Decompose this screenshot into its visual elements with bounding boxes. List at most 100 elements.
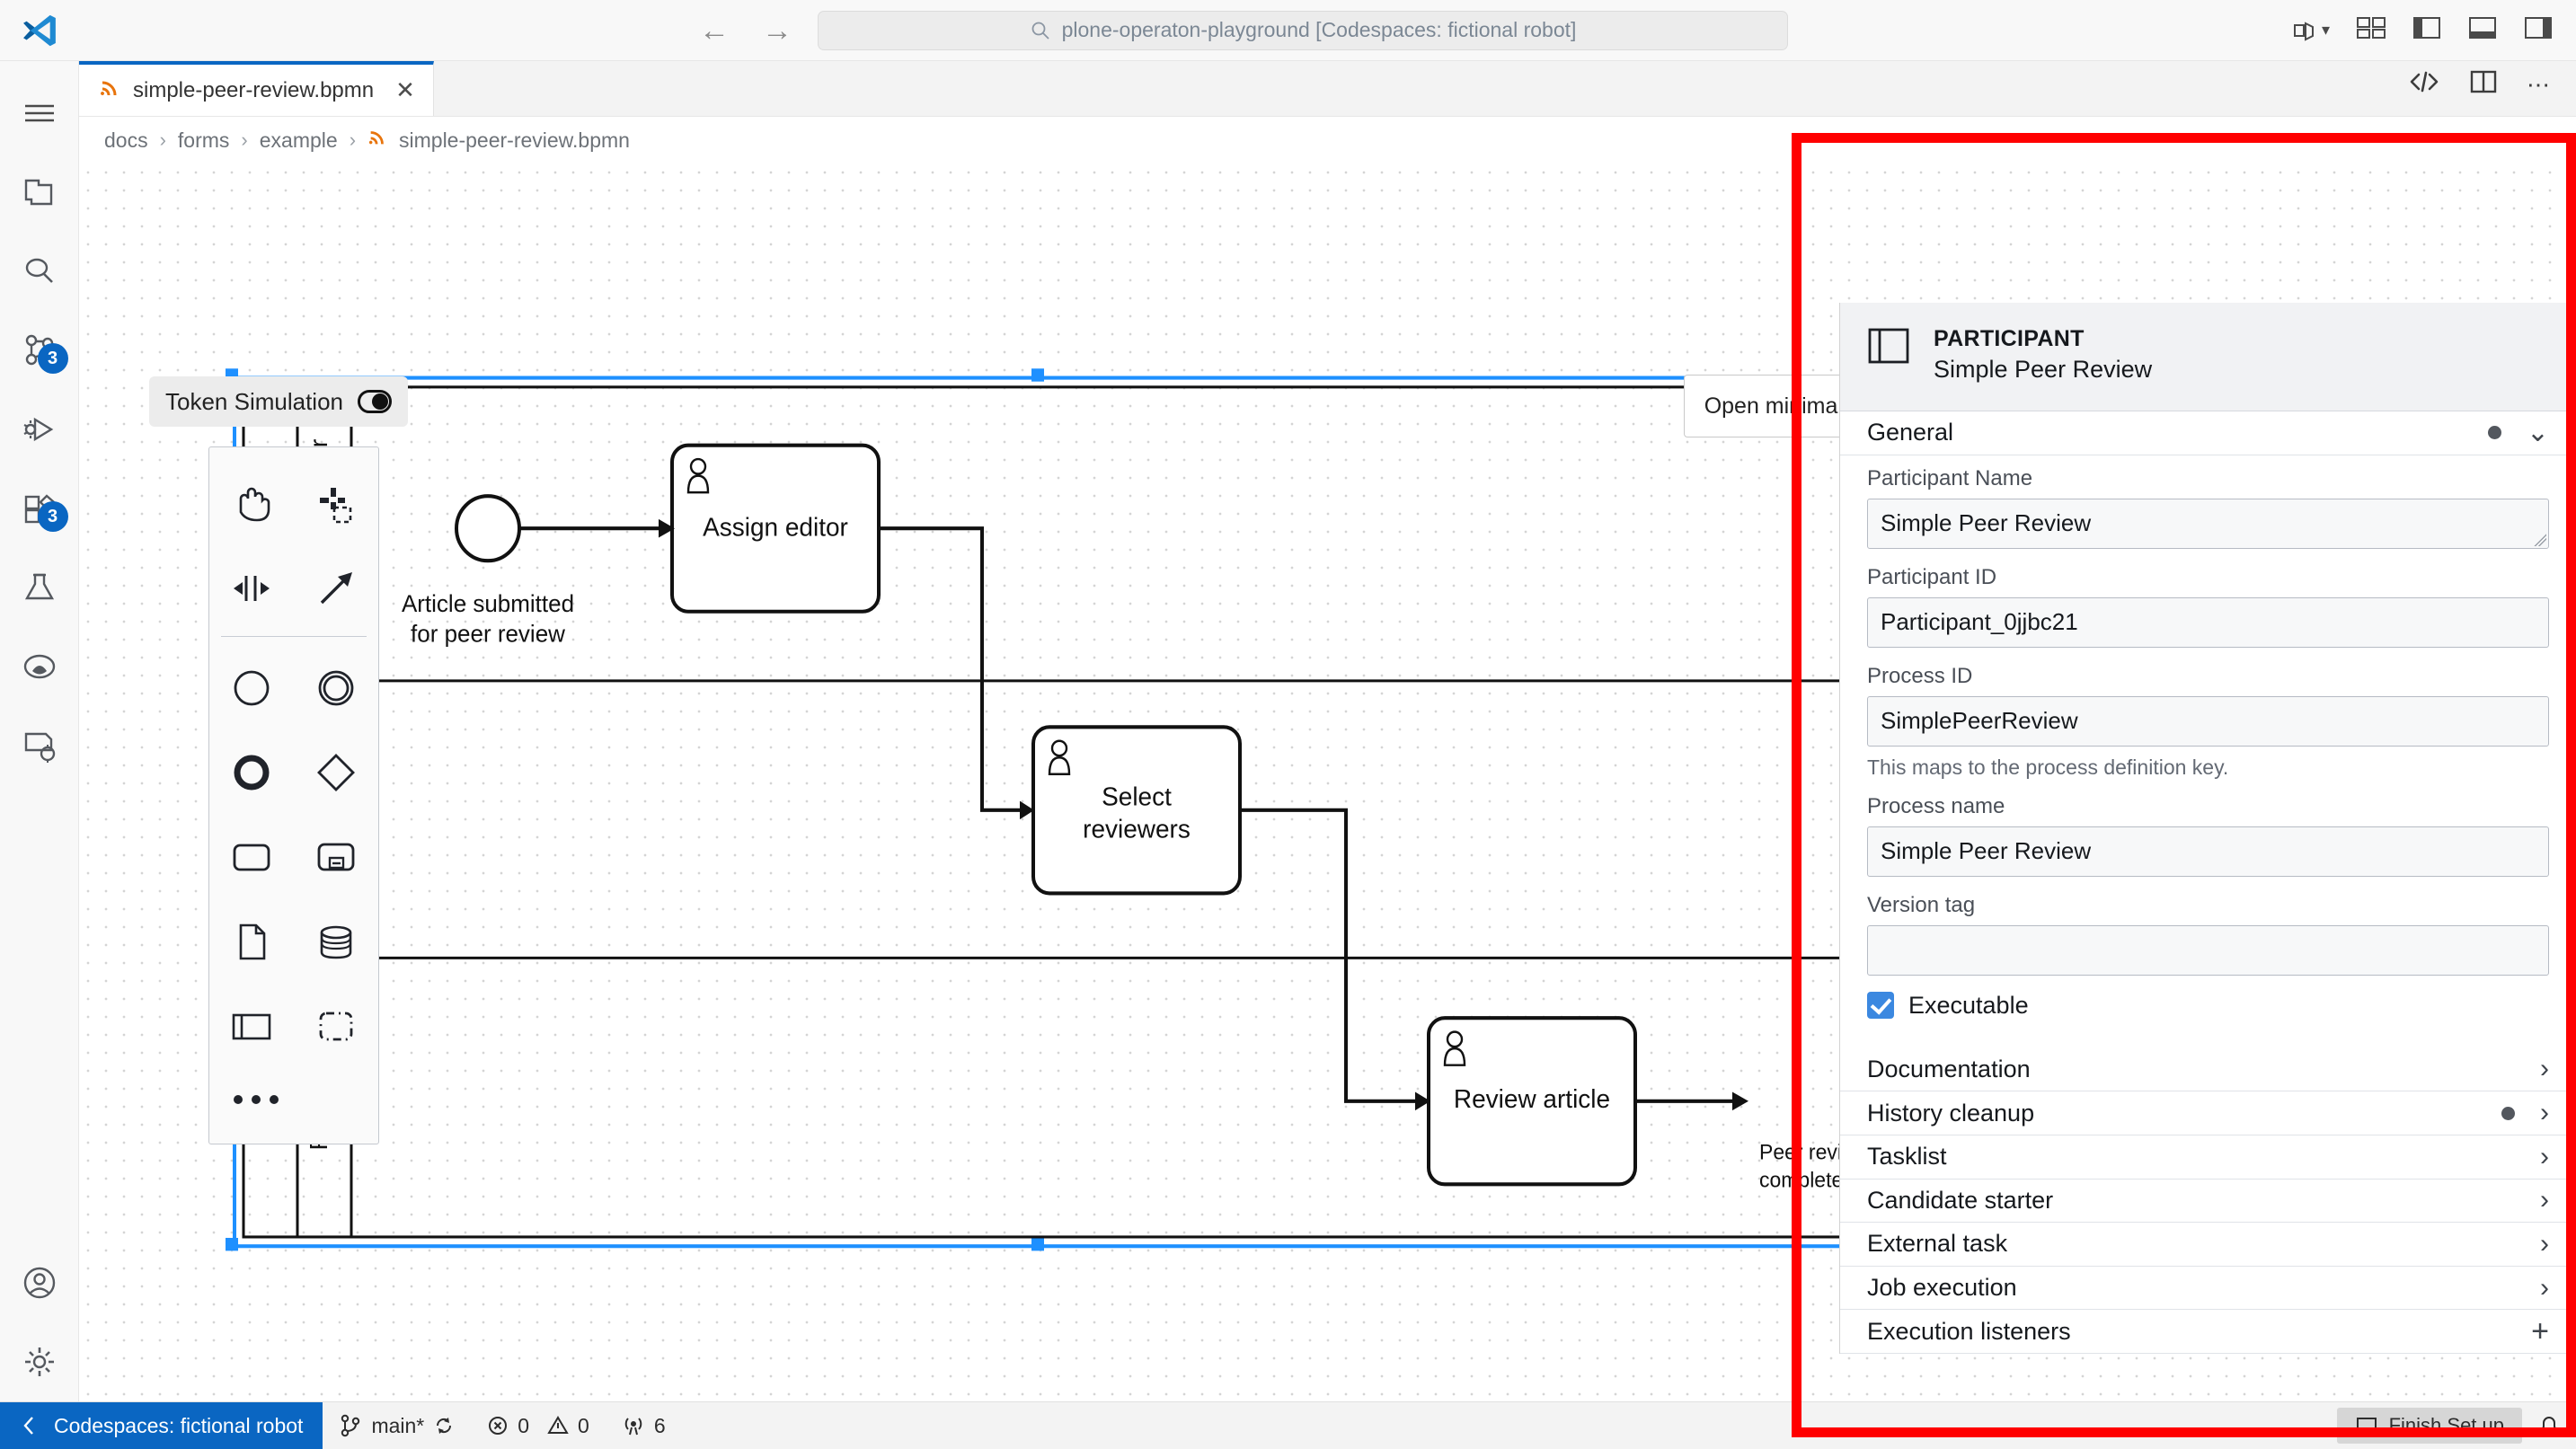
- section-job-execution[interactable]: Job execution ›: [1840, 1267, 2576, 1311]
- sidebar-item-testing[interactable]: [0, 548, 79, 627]
- chevron-right-icon[interactable]: ›: [2540, 1185, 2549, 1215]
- review-article-task: Review article: [1427, 1016, 1637, 1187]
- sidebar-item-codespaces[interactable]: [0, 706, 79, 785]
- palette-lasso-icon[interactable]: [294, 462, 378, 546]
- breadcrumb-item-file[interactable]: simple-peer-review.bpmn: [399, 128, 630, 152]
- version-tag-input[interactable]: [1867, 924, 2549, 976]
- field-executable[interactable]: Executable: [1867, 992, 2549, 1020]
- palette-subprocess-icon[interactable]: [294, 815, 378, 899]
- token-simulation-label: Token Simulation: [165, 387, 343, 415]
- sidebar-item-run-and-debug[interactable]: [0, 390, 79, 469]
- status-branch[interactable]: main*: [323, 1414, 471, 1438]
- status-remote-indicator[interactable]: Codespaces: fictional robot: [0, 1401, 323, 1449]
- feedback-icon: [2356, 1418, 2377, 1436]
- breadcrumb-item-forms[interactable]: forms: [177, 128, 230, 152]
- section-label-documentation: Documentation: [1867, 1055, 2031, 1082]
- bpmn-palette[interactable]: [208, 446, 379, 1144]
- executable-checkbox[interactable]: [1867, 992, 1894, 1020]
- sidebar-item-extensions[interactable]: 3: [0, 469, 79, 548]
- bpmn-canvas[interactable]: Simple Peer Review Managing Editor Edito…: [79, 163, 2576, 1401]
- tab-simple-peer-review[interactable]: simple-peer-review.bpmn ✕: [79, 61, 434, 116]
- plus-icon[interactable]: +: [2531, 1314, 2549, 1349]
- sidebar-item-source-control[interactable]: 3: [0, 311, 79, 390]
- customize-layout-icon[interactable]: [2357, 15, 2386, 45]
- split-editor-icon[interactable]: [2469, 68, 2498, 102]
- status-remote-label: Codespaces: fictional robot: [54, 1413, 304, 1437]
- section-candidate-starter[interactable]: Candidate starter ›: [1840, 1180, 2576, 1224]
- palette-participant-icon[interactable]: [209, 984, 294, 1068]
- back-icon[interactable]: ←: [699, 13, 730, 48]
- toggle-panel-icon[interactable]: [2468, 15, 2497, 45]
- chevron-right-icon[interactable]: ›: [2540, 1272, 2549, 1303]
- hamburger-menu-icon[interactable]: [0, 74, 79, 153]
- status-error-count: 0: [518, 1413, 530, 1437]
- gear-icon[interactable]: [0, 1322, 79, 1401]
- status-ports[interactable]: 6: [606, 1414, 682, 1438]
- group-dot-indicator: [2487, 426, 2501, 440]
- participant-name-input[interactable]: [1867, 498, 2549, 549]
- palette-group-icon[interactable]: [294, 984, 378, 1068]
- chevron-right-icon[interactable]: ›: [2540, 1228, 2549, 1259]
- forward-icon[interactable]: →: [762, 13, 792, 48]
- section-external-task[interactable]: External task ›: [1840, 1223, 2576, 1267]
- process-id-input[interactable]: [1867, 695, 2549, 747]
- palette-connect-arrow-icon[interactable]: [294, 546, 378, 631]
- status-problems[interactable]: 0 0: [471, 1414, 606, 1438]
- palette-ellipsis-icon[interactable]: [209, 1068, 378, 1131]
- toggle-secondary-sidebar-icon[interactable]: [2524, 15, 2553, 45]
- chevron-right-icon[interactable]: ›: [2540, 1054, 2549, 1084]
- sidebar-item-explorer[interactable]: [0, 153, 79, 232]
- section-documentation[interactable]: Documentation ›: [1840, 1048, 2576, 1092]
- section-label-tasklist: Tasklist: [1867, 1143, 1947, 1171]
- section-history-cleanup[interactable]: History cleanup ›: [1840, 1091, 2576, 1135]
- palette-start-event-icon[interactable]: [209, 646, 294, 730]
- group-header-general[interactable]: General ⌄: [1840, 411, 2576, 455]
- bpmn-file-icon: [99, 77, 120, 104]
- section-label-history-cleanup: History cleanup: [1867, 1099, 2035, 1127]
- properties-panel[interactable]: PARTICIPANT Simple Peer Review General ⌄: [1839, 303, 2576, 1354]
- sync-icon[interactable]: [433, 1415, 455, 1436]
- palette-data-store-icon[interactable]: [294, 899, 378, 984]
- section-label-candidate-starter: Candidate starter: [1867, 1186, 2054, 1214]
- palette-space-tool-icon[interactable]: [209, 546, 294, 631]
- chevron-right-icon[interactable]: ›: [2540, 1141, 2549, 1171]
- toggle-primary-sidebar-icon[interactable]: [2412, 15, 2441, 45]
- section-dot-indicator: [2501, 1106, 2515, 1120]
- finish-setup-button[interactable]: Finish Set up: [2336, 1408, 2522, 1444]
- chevron-down-icon[interactable]: ⌄: [2526, 418, 2549, 448]
- remote-indicator-icon[interactable]: ▾: [2291, 20, 2330, 41]
- breadcrumb-item-docs[interactable]: docs: [104, 128, 148, 152]
- token-simulation-toggle[interactable]: Token Simulation: [149, 376, 408, 427]
- breadcrumb-item-example[interactable]: example: [259, 128, 338, 152]
- palette-intermediate-event-icon[interactable]: [294, 646, 378, 730]
- select-reviewers-task: Select reviewers: [1031, 725, 1242, 896]
- section-tasklist[interactable]: Tasklist ›: [1840, 1135, 2576, 1180]
- section-execution-listeners[interactable]: Execution listeners +: [1840, 1310, 2576, 1354]
- section-label-job-execution: Job execution: [1867, 1274, 2017, 1302]
- toggle-icon[interactable]: [358, 390, 392, 413]
- sidebar-item-github[interactable]: [0, 627, 79, 706]
- properties-header: PARTICIPANT Simple Peer Review: [1840, 303, 2576, 411]
- command-center-search[interactable]: plone-operaton-playground [Codespaces: f…: [818, 10, 1788, 50]
- chevron-right-icon[interactable]: ›: [2540, 1098, 2549, 1128]
- sidebar-item-search[interactable]: [0, 232, 79, 311]
- breadcrumb: docs › forms › example › simple-peer-rev…: [79, 117, 2576, 163]
- account-icon[interactable]: [0, 1243, 79, 1322]
- editor-action-bar: ⋯: [2408, 68, 2553, 102]
- participant-id-input[interactable]: [1867, 596, 2549, 648]
- properties-kind: PARTICIPANT: [1934, 326, 2085, 351]
- label-participant-name: Participant Name: [1867, 465, 2033, 490]
- process-name-input[interactable]: [1867, 826, 2549, 877]
- code-icon[interactable]: [2408, 68, 2440, 102]
- palette-gateway-icon[interactable]: [294, 730, 378, 815]
- user-task-icon: [1048, 739, 1071, 775]
- bell-icon[interactable]: [2522, 1414, 2576, 1437]
- ellipsis-icon[interactable]: ⋯: [2527, 71, 2553, 98]
- close-icon[interactable]: ✕: [395, 76, 415, 103]
- palette-data-object-icon[interactable]: [209, 899, 294, 984]
- palette-end-event-icon[interactable]: [209, 730, 294, 815]
- palette-task-icon[interactable]: [209, 815, 294, 899]
- label-process-name: Process name: [1867, 793, 2005, 818]
- palette-hand-icon[interactable]: [209, 462, 294, 546]
